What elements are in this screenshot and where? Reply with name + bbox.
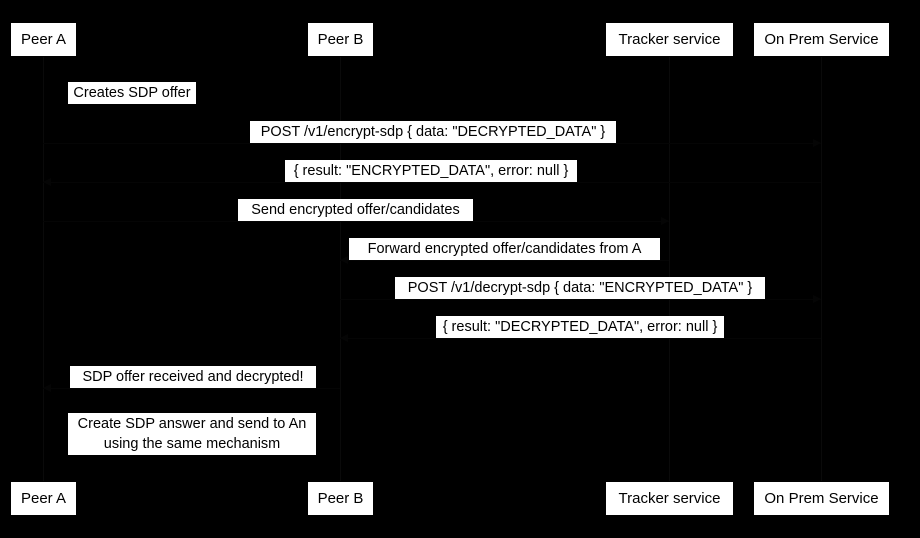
message-label-forward-encrypted-offer: Forward encrypted offer/candidates from … <box>349 238 660 260</box>
arrow-line-msg-3 <box>43 182 821 183</box>
message-label-decrypted-data-result: { result: "DECRYPTED_DATA", error: null … <box>436 316 724 338</box>
arrow-head-msg-6 <box>813 295 821 303</box>
participant-footer-tracker-service[interactable]: Tracker service <box>605 481 734 516</box>
message-label-send-encrypted-offer: Send encrypted offer/candidates <box>238 199 473 221</box>
arrow-head-msg-8 <box>43 384 51 392</box>
lifeline-on-prem <box>821 57 822 481</box>
message-label-creates-sdp-offer: Creates SDP offer <box>68 82 196 104</box>
participant-footer-peer-a[interactable]: Peer A <box>10 481 77 516</box>
arrow-line-msg-7 <box>340 338 821 339</box>
message-label-post-encrypt-sdp: POST /v1/encrypt-sdp { data: "DECRYPTED_… <box>250 121 616 143</box>
arrow-line-msg-8 <box>43 388 340 389</box>
note-create-sdp-answer: Create SDP answer and send to An using t… <box>68 413 316 455</box>
participant-header-tracker-service[interactable]: Tracker service <box>605 22 734 57</box>
arrow-head-msg-5 <box>340 256 348 264</box>
arrow-line-msg-6 <box>340 299 821 300</box>
arrow-head-msg-4 <box>661 217 669 225</box>
lifeline-peer-b <box>340 57 341 481</box>
arrow-head-msg-7 <box>340 334 348 342</box>
message-label-post-decrypt-sdp: POST /v1/decrypt-sdp { data: "ENCRYPTED_… <box>395 277 765 299</box>
note-line-2: using the same mechanism <box>103 436 281 452</box>
participant-header-peer-a[interactable]: Peer A <box>10 22 77 57</box>
message-label-sdp-offer-received: SDP offer received and decrypted! <box>70 366 316 388</box>
note-line-1: Create SDP answer and send to An <box>77 416 307 432</box>
participant-header-peer-b[interactable]: Peer B <box>307 22 374 57</box>
arrow-head-msg-3 <box>43 178 51 186</box>
arrow-line-msg-4 <box>43 221 669 222</box>
participant-footer-peer-b[interactable]: Peer B <box>307 481 374 516</box>
lifeline-peer-a <box>43 57 44 481</box>
lifeline-tracker <box>669 57 670 481</box>
arrow-line-msg-2 <box>43 143 821 144</box>
participant-footer-on-prem-service[interactable]: On Prem Service <box>753 481 890 516</box>
message-label-encrypted-data-result: { result: "ENCRYPTED_DATA", error: null … <box>285 160 577 182</box>
participant-header-on-prem-service[interactable]: On Prem Service <box>753 22 890 57</box>
arrow-head-msg-2 <box>813 139 821 147</box>
arrow-line-msg-5 <box>340 260 669 261</box>
